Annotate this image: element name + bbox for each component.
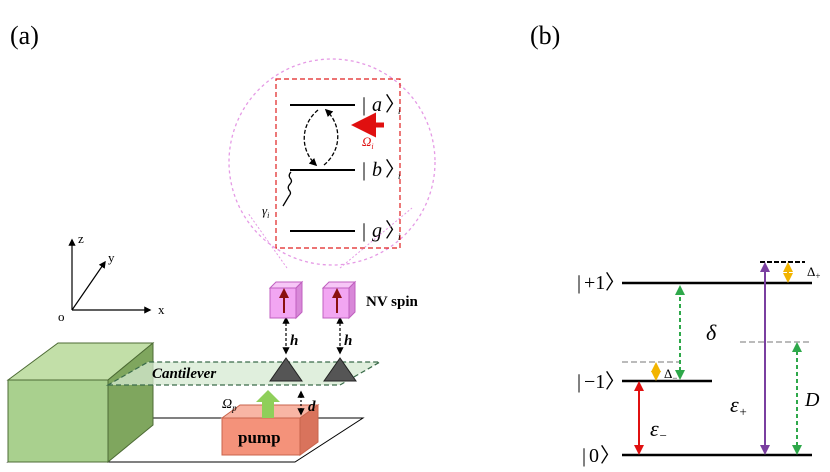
- svg-text:+1: +1: [584, 272, 605, 294]
- panel-b-label: (b): [530, 21, 560, 50]
- svg-text:−1: −1: [584, 371, 605, 393]
- svg-text:〉: 〉: [385, 94, 405, 116]
- svg-text:|: |: [362, 159, 366, 181]
- nv-spin-label: NV spin: [366, 294, 418, 310]
- svg-text:b: b: [372, 159, 382, 181]
- ket-minus1: | −1 〉: [577, 371, 625, 393]
- svg-text:〉: 〉: [600, 445, 620, 467]
- pump-drive-arrow-icon: [256, 390, 280, 418]
- svg-text:|: |: [577, 272, 581, 294]
- tip-left: [269, 357, 303, 382]
- connector-left: [247, 212, 288, 269]
- decay-wavy-icon: [282, 171, 293, 207]
- eps-plus-label: ε+: [730, 392, 747, 419]
- svg-text:|: |: [362, 94, 366, 116]
- ket-a: | a 〉 i: [362, 94, 405, 116]
- delta-label: δ: [706, 320, 717, 345]
- omega-p-label: Ωp: [222, 397, 237, 413]
- svg-text:0: 0: [589, 445, 599, 467]
- inset-box: [275, 78, 401, 249]
- eps-minus-label: ε−: [650, 416, 667, 443]
- energy-level-inset: Ωi γi | a 〉 i | b 〉 i | g 〉 i: [228, 58, 436, 266]
- h-label-right: h: [344, 333, 352, 349]
- svg-text:i: i: [398, 171, 401, 181]
- ket-plus1: | +1 〉: [577, 272, 625, 294]
- axis-y-label: y: [108, 250, 115, 265]
- ket-g: | g 〉 i: [362, 220, 405, 242]
- pump-label: pump: [238, 428, 281, 447]
- svg-text:〉: 〉: [385, 220, 405, 242]
- panel-a-label: (a): [10, 21, 39, 50]
- axis-x-label: x: [158, 302, 165, 317]
- transition-up-arrow: [323, 108, 339, 166]
- svg-text:〉: 〉: [605, 272, 625, 294]
- svg-text:〉: 〉: [605, 371, 625, 393]
- nv-spin-right: [321, 280, 357, 320]
- ket-b: | b 〉 i: [362, 159, 405, 181]
- cantilever-label: Cantilever: [152, 366, 216, 382]
- nv-spin-left: [268, 280, 304, 320]
- tip-right: [323, 357, 357, 382]
- d-label: d: [308, 399, 316, 415]
- svg-text:〉: 〉: [385, 159, 405, 181]
- svg-text:a: a: [372, 94, 382, 116]
- Delta-minus-label: Δ−: [664, 366, 677, 383]
- gamma-i-label: γi: [262, 203, 269, 220]
- svg-text:g: g: [372, 220, 382, 242]
- svg-text:|: |: [362, 220, 366, 242]
- svg-text:i: i: [398, 106, 401, 116]
- axis-origin-label: o: [58, 309, 65, 324]
- axis-z-label: z: [78, 231, 84, 246]
- svg-text:i: i: [398, 232, 401, 242]
- cantilever: [105, 361, 383, 386]
- svg-text:|: |: [577, 371, 581, 393]
- ket-zero: | 0 〉: [582, 445, 620, 467]
- svg-text:|: |: [582, 445, 586, 467]
- inset-circle: [228, 58, 436, 266]
- transition-down-arrow: [303, 109, 319, 167]
- Delta-plus-label: Δ+: [807, 264, 820, 281]
- coordinate-axes: z y x o: [58, 231, 165, 324]
- D-label: D: [804, 389, 820, 411]
- omega-i-label: Ωi: [362, 134, 374, 151]
- h-label-left: h: [290, 333, 298, 349]
